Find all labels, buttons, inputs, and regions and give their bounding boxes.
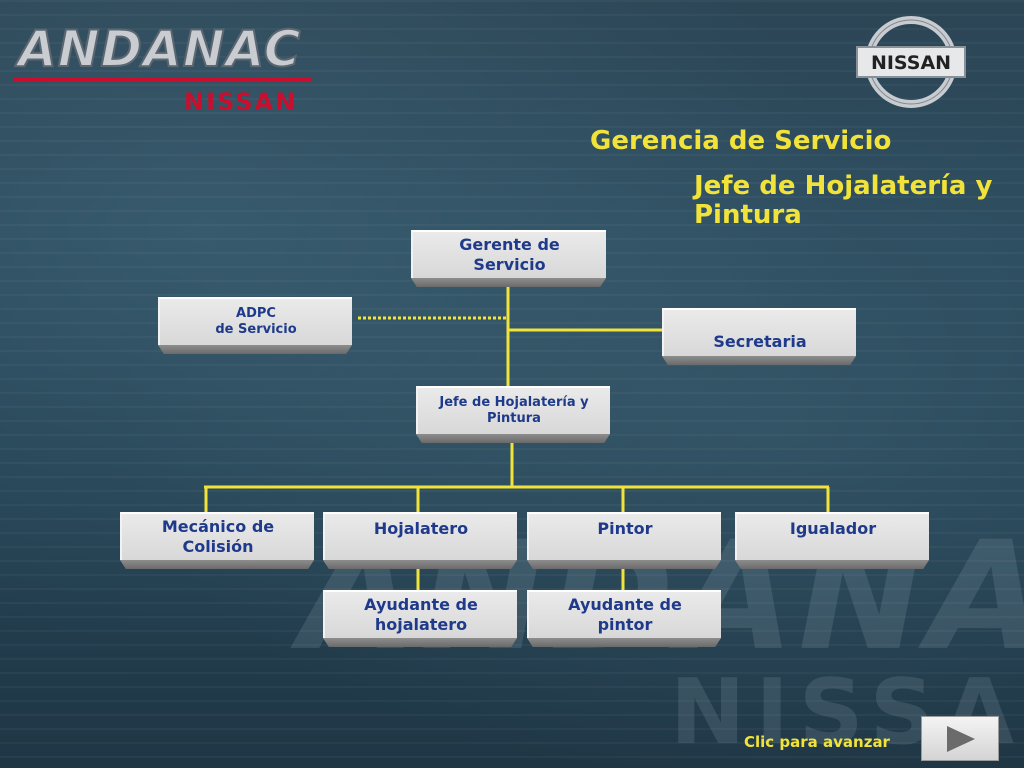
box-gerente-servicio: Gerente de Servicio xyxy=(411,230,606,278)
box-hojalatero-label: Hojalatero xyxy=(373,519,469,538)
andanac-wordmark: ANDANAC xyxy=(14,20,301,78)
next-slide-button[interactable] xyxy=(921,716,999,761)
andanac-nissan-logo: ANDANAC NISSAN xyxy=(14,19,312,116)
box-jefe-hojalateria: Jefe de Hojalatería y Pintura xyxy=(416,386,610,434)
box-secretaria-label: Secretaria xyxy=(713,332,807,351)
box-igualador: Igualador xyxy=(735,512,929,560)
box-secretaria: Secretaria xyxy=(662,308,856,356)
box-hojalatero: Hojalatero xyxy=(323,512,517,560)
play-triangle-icon xyxy=(947,725,975,752)
nissan-wordmark-right: NISSAN xyxy=(871,52,951,74)
box-pintor-label: Pintor xyxy=(597,519,653,538)
box-igualador-label: Igualador xyxy=(789,519,877,538)
box-pintor: Pintor xyxy=(527,512,721,560)
box-ayudante-pintor: Ayudante de pintor xyxy=(527,590,721,638)
box-mecanico-colision: Mecánico de Colisión xyxy=(120,512,314,560)
box-adpc-servicio: ADPC de Servicio xyxy=(158,297,352,345)
box-ayudante-hojalatero: Ayudante de hojalatero xyxy=(323,590,517,638)
box-gerente-servicio-label: Gerente de Servicio xyxy=(459,235,560,274)
page-subtitle: Jefe de Hojalatería y Pintura xyxy=(694,171,993,230)
nissan-wordmark-left: NISSAN xyxy=(184,88,297,116)
page-title: Gerencia de Servicio xyxy=(590,126,892,156)
advance-label: Clic para avanzar xyxy=(744,733,890,751)
box-ayudante-hojalatero-label: Ayudante de hojalatero xyxy=(364,595,478,634)
box-adpc-servicio-label: ADPC de Servicio xyxy=(215,305,297,337)
nissan-logo: NISSAN xyxy=(856,16,966,108)
box-mecanico-colision-label: Mecánico de Colisión xyxy=(161,517,275,556)
box-ayudante-pintor-label: Ayudante de pintor xyxy=(568,595,682,634)
box-jefe-hojalateria-label: Jefe de Hojalatería y Pintura xyxy=(439,394,589,426)
